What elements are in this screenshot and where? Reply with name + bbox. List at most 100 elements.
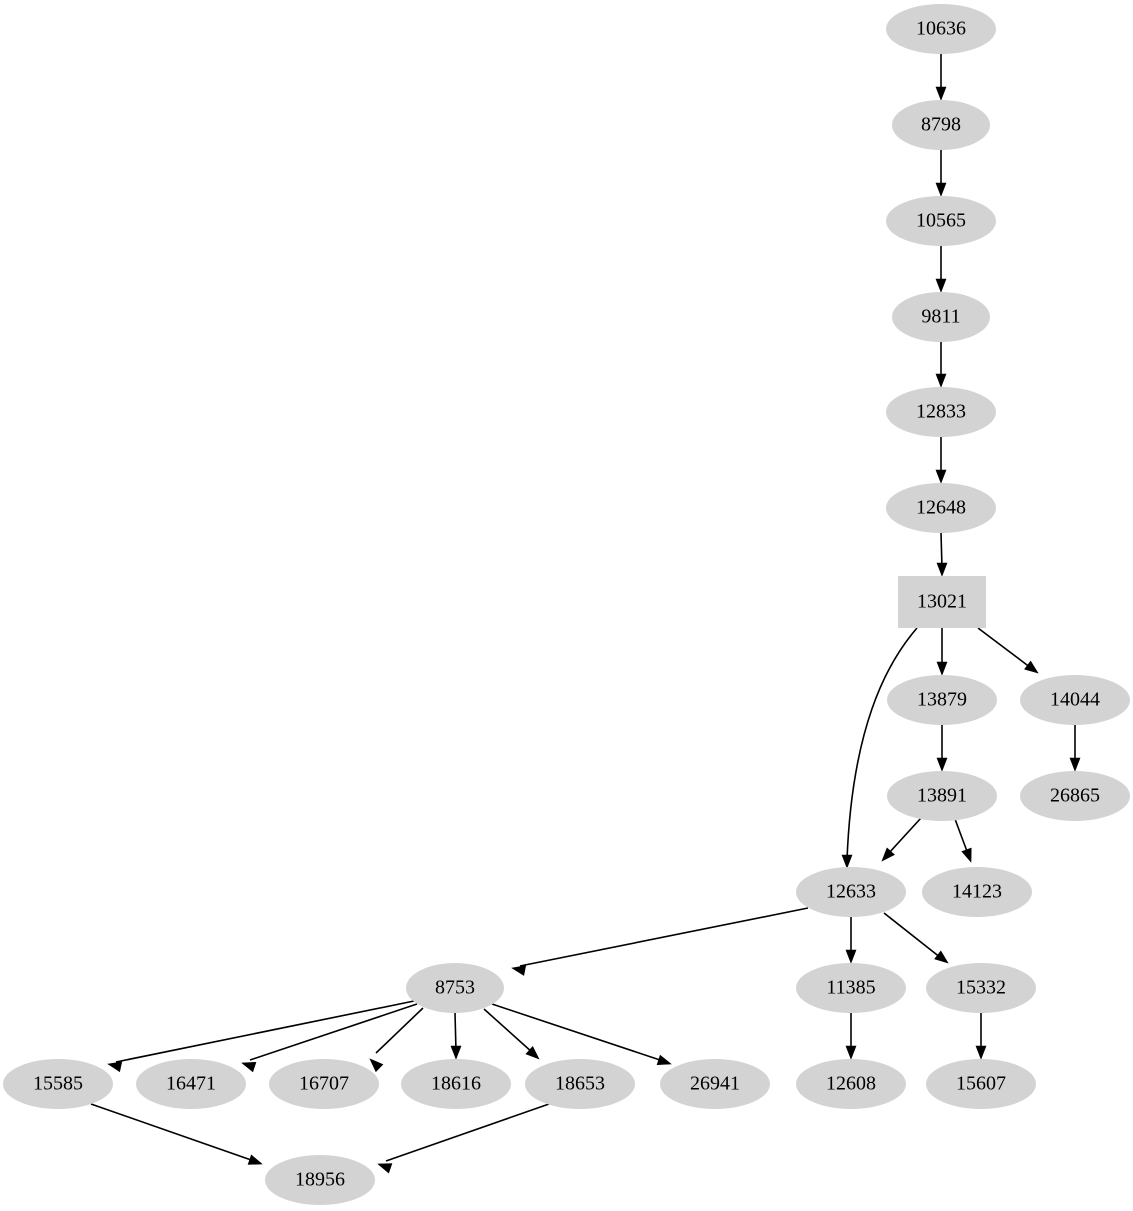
edge-line (249, 1003, 418, 1061)
edge-line (940, 532, 943, 569)
arrowhead-icon (935, 469, 947, 484)
node-ellipse-shape[interactable] (796, 867, 906, 917)
graph-edge (936, 532, 948, 577)
edge-line (483, 1008, 534, 1054)
node-ellipse-shape[interactable] (265, 1155, 375, 1205)
arrowhead-icon (881, 847, 895, 862)
node-ellipse-shape[interactable] (887, 675, 997, 725)
graph-edge (936, 725, 948, 772)
graph-node[interactable]: 12633 (796, 867, 906, 917)
node-ellipse-shape[interactable] (401, 1059, 511, 1109)
arrowhead-icon (935, 86, 947, 101)
edge-line (887, 817, 922, 855)
node-ellipse-shape[interactable] (796, 1059, 906, 1109)
graph-edge (1069, 725, 1081, 772)
graph-node[interactable]: 12608 (796, 1059, 906, 1109)
graph-edge (491, 1003, 672, 1066)
graph-node[interactable]: 8798 (892, 100, 990, 150)
node-ellipse-shape[interactable] (3, 1059, 113, 1109)
graph-node[interactable]: 18653 (525, 1059, 635, 1109)
arrowhead-icon (1069, 757, 1081, 772)
graph-node[interactable]: 12833 (886, 387, 996, 437)
edge-line (375, 1007, 424, 1054)
graph-edge (241, 1003, 418, 1073)
node-ellipse-shape[interactable] (887, 771, 997, 821)
graph-node[interactable]: 10565 (886, 196, 996, 246)
node-rect-shape[interactable] (898, 576, 986, 628)
node-ellipse-shape[interactable] (892, 100, 990, 150)
graph-node[interactable]: 15585 (3, 1059, 113, 1109)
node-ellipse-shape[interactable] (922, 867, 1032, 917)
graph-edge (107, 1000, 415, 1073)
edge-line (519, 907, 809, 967)
graph-node[interactable]: 18616 (401, 1059, 511, 1109)
graph-node[interactable]: 16707 (269, 1059, 379, 1109)
arrowhead-icon (936, 562, 948, 577)
graph-node[interactable]: 15332 (926, 963, 1036, 1013)
arrowhead-icon (845, 1045, 857, 1060)
graph-edge (483, 1008, 540, 1060)
graph-edge (954, 818, 972, 863)
graph-node[interactable]: 8753 (406, 963, 504, 1013)
arrowhead-icon (936, 661, 948, 676)
graph-edge (977, 627, 1039, 674)
edge-line (883, 912, 942, 959)
arrowhead-icon (241, 1061, 257, 1073)
graph-node[interactable]: 13879 (887, 675, 997, 725)
edge-line (977, 627, 1032, 669)
edge-line (115, 1000, 415, 1063)
graph-node[interactable]: 18956 (265, 1155, 375, 1205)
graph-node[interactable]: 14123 (922, 867, 1032, 917)
arrowhead-icon (961, 847, 972, 863)
graph-node[interactable]: 15607 (926, 1059, 1036, 1109)
node-ellipse-shape[interactable] (660, 1059, 770, 1109)
node-ellipse-shape[interactable] (269, 1059, 379, 1109)
edge-line (385, 1103, 550, 1162)
graph-node[interactable]: 16471 (136, 1059, 246, 1109)
arrowhead-icon (935, 373, 947, 388)
arrowhead-icon (377, 1163, 393, 1174)
arrowhead-icon (845, 949, 857, 964)
graph-edge (90, 1103, 263, 1165)
node-ellipse-shape[interactable] (1020, 675, 1130, 725)
node-ellipse-shape[interactable] (886, 196, 996, 246)
graph-edge (935, 150, 947, 197)
node-ellipse-shape[interactable] (525, 1059, 635, 1109)
graph-node[interactable]: 26941 (660, 1059, 770, 1109)
graph-edge (377, 1103, 550, 1174)
arrowhead-icon (247, 1154, 263, 1165)
node-ellipse-shape[interactable] (886, 387, 996, 437)
graph-node[interactable]: 10636 (886, 4, 996, 54)
graph-node[interactable]: 13021 (898, 576, 986, 628)
graph-edge (883, 912, 949, 964)
graph-edge (845, 917, 857, 964)
node-ellipse-shape[interactable] (886, 4, 996, 54)
graph-edge (841, 627, 918, 869)
graph-edge (369, 1007, 424, 1073)
node-ellipse-shape[interactable] (926, 1059, 1036, 1109)
arrowhead-icon (936, 757, 948, 772)
node-ellipse-shape[interactable] (136, 1059, 246, 1109)
node-ellipse-shape[interactable] (406, 963, 504, 1013)
node-ellipse-shape[interactable] (892, 292, 990, 342)
graph-node[interactable]: 11385 (796, 963, 906, 1013)
arrowhead-icon (935, 278, 947, 293)
graph-node[interactable]: 26865 (1020, 771, 1130, 821)
graph-node[interactable]: 12648 (886, 483, 996, 533)
node-ellipse-shape[interactable] (1020, 771, 1130, 821)
graph-node[interactable]: 13891 (887, 771, 997, 821)
node-ellipse-shape[interactable] (886, 483, 996, 533)
graph-node[interactable]: 9811 (892, 292, 990, 342)
node-ellipse-shape[interactable] (796, 963, 906, 1013)
graph-edge (511, 907, 809, 976)
edge-line (846, 627, 918, 861)
node-ellipse-shape[interactable] (926, 963, 1036, 1013)
arrowhead-icon (511, 965, 527, 976)
edges-layer (90, 54, 1081, 1174)
arrowhead-icon (525, 1046, 540, 1060)
graph-edge (845, 1013, 857, 1060)
graph-node[interactable]: 14044 (1020, 675, 1130, 725)
arrowhead-icon (107, 1061, 123, 1073)
